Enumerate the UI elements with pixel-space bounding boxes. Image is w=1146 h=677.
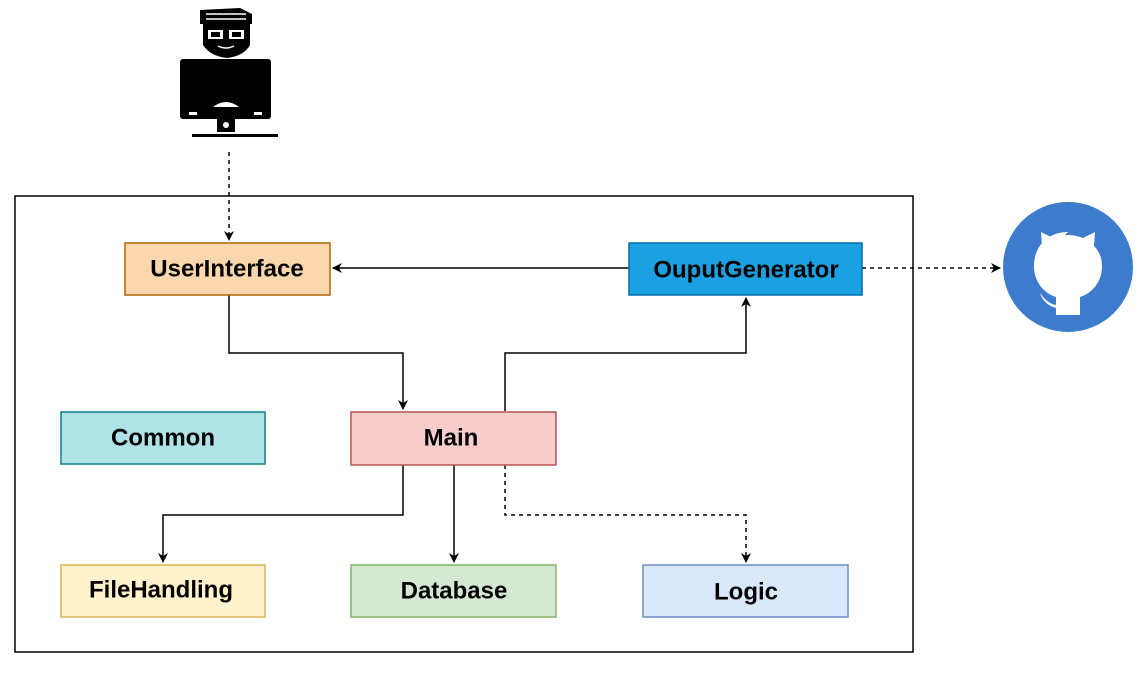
node-userinterface: UserInterface <box>124 242 331 296</box>
node-label-main: Main <box>424 424 479 451</box>
node-logic: Logic <box>642 564 849 618</box>
edge-main-to-logic <box>504 465 751 563</box>
node-outputgenerator: OuputGenerator <box>628 242 863 296</box>
edge-main-to-filehandling <box>158 465 404 563</box>
github-icon <box>1003 202 1133 332</box>
node-label-userinterface: UserInterface <box>150 255 303 282</box>
node-label-logic: Logic <box>714 578 778 605</box>
node-main: Main <box>350 411 557 466</box>
node-filehandling: FileHandling <box>60 564 266 618</box>
node-database: Database <box>350 564 557 618</box>
node-label-filehandling: FileHandling <box>89 576 233 603</box>
system-boundary <box>14 195 914 653</box>
node-label-database: Database <box>401 577 508 604</box>
edge-userinterface-to-main <box>228 295 408 410</box>
node-common: Common <box>60 411 266 465</box>
developer-at-computer-icon <box>180 8 278 137</box>
edge-main-to-outputgenerator <box>504 297 751 411</box>
node-label-outputgenerator: OuputGenerator <box>653 256 838 283</box>
node-label-common: Common <box>111 424 215 451</box>
